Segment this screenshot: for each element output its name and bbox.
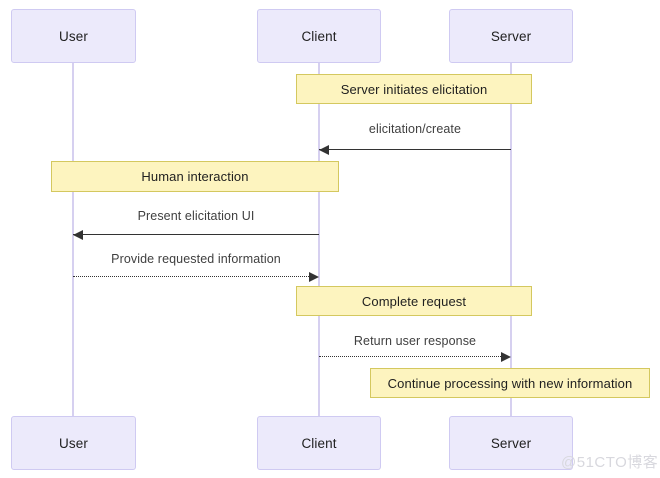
- participant-user-top[interactable]: User: [11, 9, 136, 63]
- participant-label: Server: [490, 28, 532, 44]
- message-label-return-user-response: Return user response: [319, 334, 511, 348]
- participant-user-bottom[interactable]: User: [11, 416, 136, 470]
- participant-server-top[interactable]: Server: [449, 9, 573, 63]
- participant-client-bottom[interactable]: Client: [257, 416, 381, 470]
- message-line-present-elicitation-ui: [73, 234, 319, 235]
- participant-server-bottom[interactable]: Server: [449, 416, 573, 470]
- message-label-present-elicitation-ui: Present elicitation UI: [73, 209, 319, 223]
- note-complete-request: Complete request: [296, 286, 532, 316]
- participant-label: User: [59, 435, 88, 451]
- note-server-initiates-elicitation: Server initiates elicitation: [296, 74, 532, 104]
- note-text: Complete request: [361, 293, 467, 309]
- message-text: Return user response: [353, 334, 477, 348]
- arrowhead-provide-requested-information: [309, 272, 319, 282]
- message-text: Provide requested information: [111, 252, 281, 266]
- message-line-provide-requested-information: [73, 276, 311, 277]
- note-human-interaction: Human interaction: [51, 161, 339, 192]
- lifeline-client: [318, 63, 320, 416]
- message-label-provide-requested-information: Provide requested information: [73, 252, 319, 266]
- note-text: Server initiates elicitation: [340, 81, 488, 97]
- watermark: @51CTO博客: [561, 451, 658, 472]
- message-label-elicitation-create: elicitation/create: [319, 122, 511, 136]
- message-text: Present elicitation UI: [137, 209, 255, 223]
- message-line-elicitation-create: [319, 149, 511, 150]
- note-text: Human interaction: [141, 169, 249, 184]
- note-continue-processing: Continue processing with new information: [370, 368, 650, 398]
- participant-label: Client: [301, 28, 337, 44]
- note-text: Continue processing with new information: [387, 375, 633, 391]
- participant-client-top[interactable]: Client: [257, 9, 381, 63]
- message-text: elicitation/create: [368, 122, 462, 136]
- participant-label: User: [59, 28, 88, 44]
- arrowhead-present-elicitation-ui: [73, 230, 83, 240]
- arrowhead-elicitation-create: [319, 145, 329, 155]
- arrowhead-return-user-response: [501, 352, 511, 362]
- lifeline-server: [510, 63, 512, 416]
- message-line-return-user-response: [319, 356, 503, 357]
- participant-label: Client: [301, 435, 337, 451]
- watermark-text: @51CTO博客: [561, 454, 659, 471]
- participant-label: Server: [490, 435, 532, 451]
